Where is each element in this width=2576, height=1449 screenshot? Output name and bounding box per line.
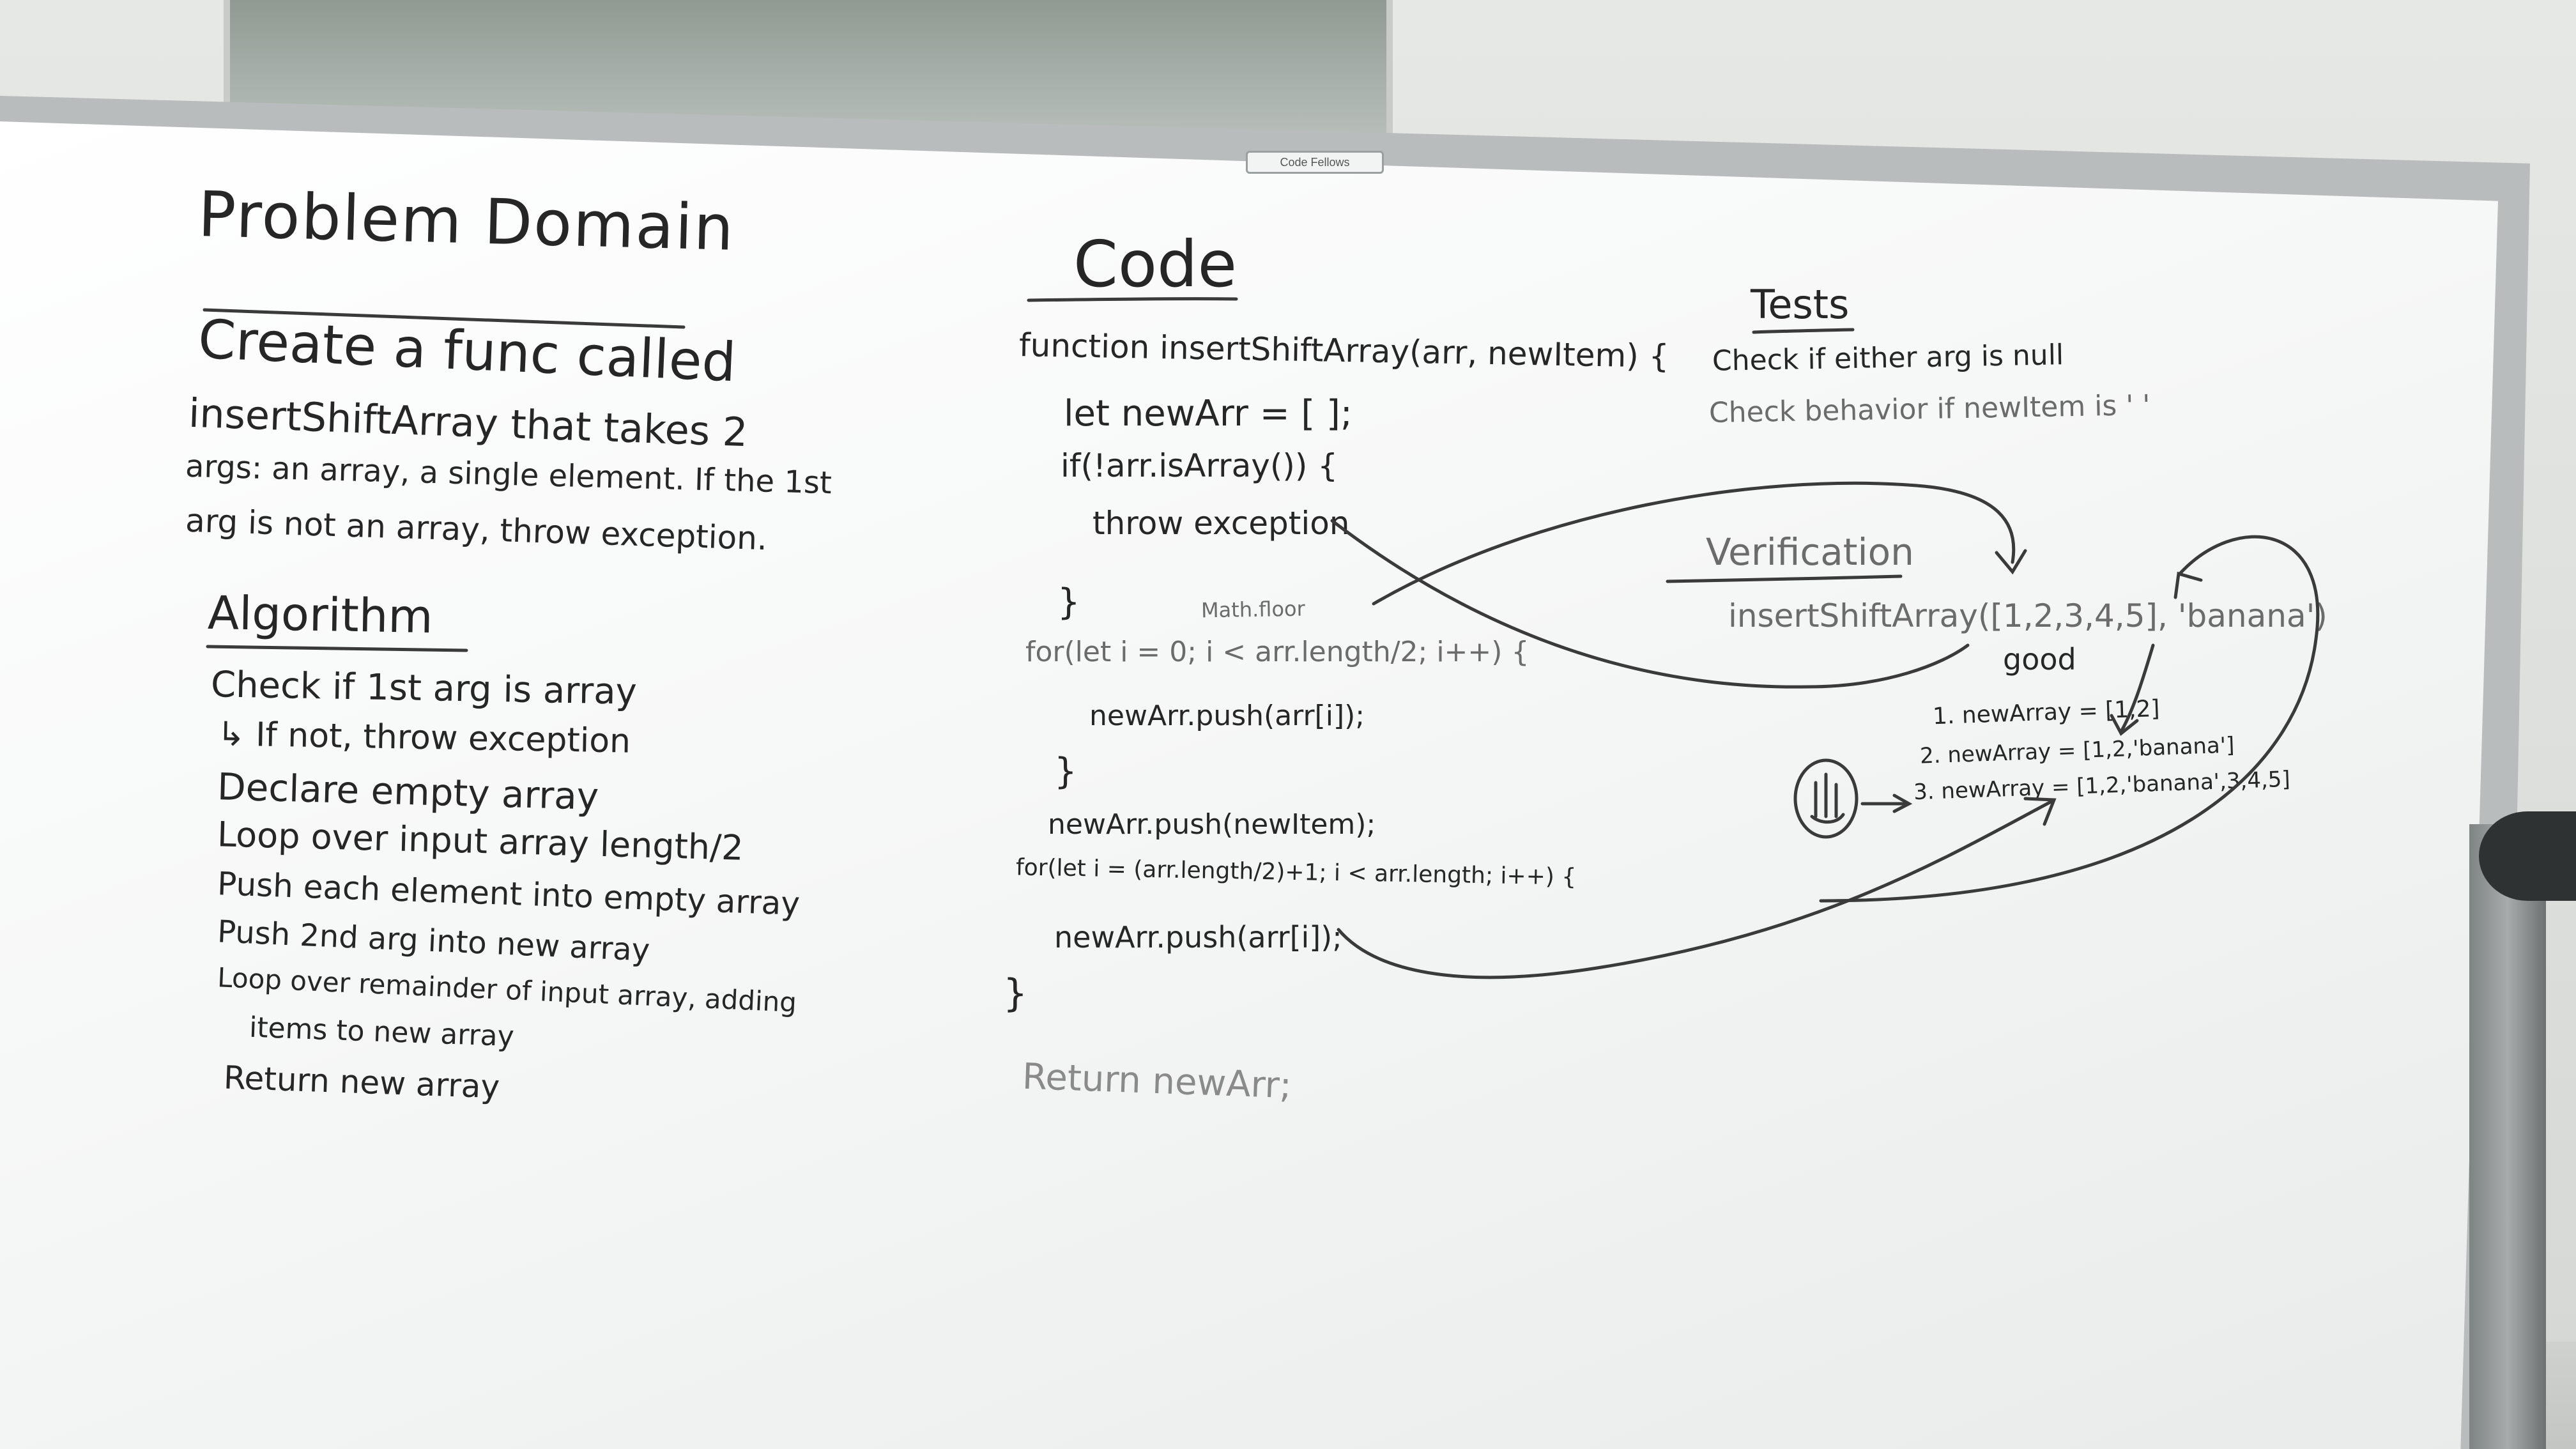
code-line: for(let i = 0; i < arr.length/2; i++) {: [1025, 636, 1529, 668]
algorithm-step: Check if 1st arg is array: [210, 664, 638, 713]
code-line: }: [1003, 971, 1028, 1016]
code-line: if(!arr.isArray()) {: [1061, 447, 1338, 484]
verification-heading: Verification: [1706, 530, 1914, 574]
code-annotation: Math.floor: [1200, 596, 1306, 623]
algorithm-heading: Algorithm: [207, 585, 434, 644]
code-line: }: [1054, 751, 1077, 792]
algorithm-step: ↳ If not, throw exception: [217, 715, 631, 761]
code-line: let newArr = [ ];: [1064, 393, 1353, 434]
code-line: newArr.push(newItem);: [1048, 808, 1376, 841]
code-line: newArr.push(arr[i]);: [1054, 920, 1342, 954]
brand-label: Code Fellows: [1246, 151, 1384, 174]
verification-result: good: [2003, 642, 2076, 677]
problem-domain-heading: Problem Domain: [197, 178, 736, 265]
verification-call: insertShiftArray([1,2,3,4,5], 'banana'): [1728, 597, 2327, 634]
code-line: newArr.push(arr[i]);: [1089, 700, 1365, 732]
tests-heading: Tests: [1751, 281, 1850, 328]
code-line: }: [1057, 581, 1080, 623]
code-heading: Code: [1073, 227, 1238, 302]
tests-line: Check if either arg is null: [1712, 339, 2064, 378]
whiteboard-stand: [2469, 824, 2546, 1449]
stand-clamp: [2479, 811, 2576, 901]
code-line: throw exception: [1092, 505, 1350, 542]
